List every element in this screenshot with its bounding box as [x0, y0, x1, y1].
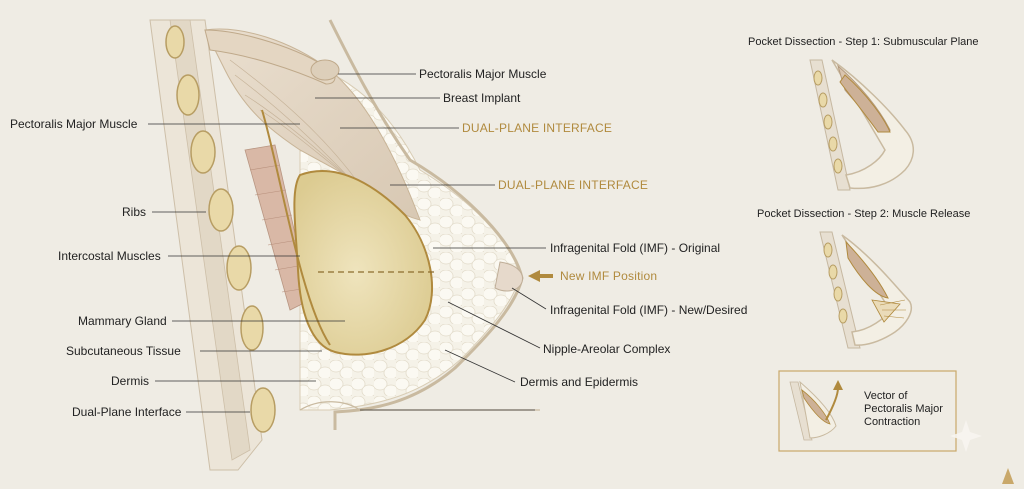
label-ribs: Ribs — [122, 205, 147, 219]
rib — [176, 74, 200, 116]
ribs — [165, 25, 276, 433]
label-breast-implant: Breast Implant — [443, 91, 521, 105]
new-imf-arrow — [528, 270, 553, 282]
label-mammary-gland: Mammary Gland — [78, 314, 167, 328]
label-nipple-areolar: Nipple-Areolar Complex — [543, 342, 671, 356]
logo-mark — [1002, 468, 1014, 484]
rib — [190, 130, 216, 174]
vector-arrow — [825, 387, 839, 421]
rib — [208, 188, 234, 232]
rib — [226, 245, 252, 291]
muscle-origin — [310, 59, 340, 81]
label-new-imf: New IMF Position — [560, 269, 658, 283]
vector-illustration — [789, 380, 843, 441]
label-intercostal: Intercostal Muscles — [58, 249, 161, 263]
nipple — [494, 261, 524, 292]
label-dual-plane-1: DUAL-PLANE INTERFACE — [462, 121, 613, 135]
dual-plane-line — [261, 109, 331, 346]
label-imf-new: Infragenital Fold (IMF) - New/Desired — [550, 303, 748, 317]
chest-wall-inner — [169, 19, 251, 461]
label-dermis: Dermis — [111, 374, 149, 388]
vector-box — [778, 370, 957, 452]
label-imf-original: Infragenital Fold (IMF) - Original — [550, 241, 721, 255]
breast-implant — [293, 170, 433, 356]
inset-step1-title: Pocket Dissection - Step 1: Submuscular … — [748, 36, 979, 48]
label-pectoralis-left: Pectoralis Major Muscle — [10, 117, 138, 131]
label-dual-plane-2: DUAL-PLANE INTERFACE — [498, 178, 649, 192]
sparkle-decoration — [950, 420, 982, 452]
rib — [250, 387, 276, 433]
label-dual-plane-left: Dual-Plane Interface — [72, 405, 182, 419]
rib — [240, 305, 264, 351]
inset-step1-illustration — [809, 59, 914, 191]
leader-lines — [148, 73, 547, 413]
inset-step2-illustration — [819, 231, 912, 349]
label-subcutaneous: Subcutaneous Tissue — [66, 344, 181, 358]
rib — [165, 25, 185, 59]
label-dermis-epidermis: Dermis and Epidermis — [520, 375, 639, 389]
lower-fold — [299, 401, 540, 411]
pectoralis-tendon — [204, 29, 336, 85]
vector-caption: Vector of Pectoralis Major Contraction — [864, 390, 943, 428]
pectoralis-muscle — [204, 28, 421, 221]
label-pectoralis-right: Pectoralis Major Muscle — [419, 67, 547, 81]
inset-step2-title: Pocket Dissection - Step 2: Muscle Relea… — [757, 208, 971, 220]
